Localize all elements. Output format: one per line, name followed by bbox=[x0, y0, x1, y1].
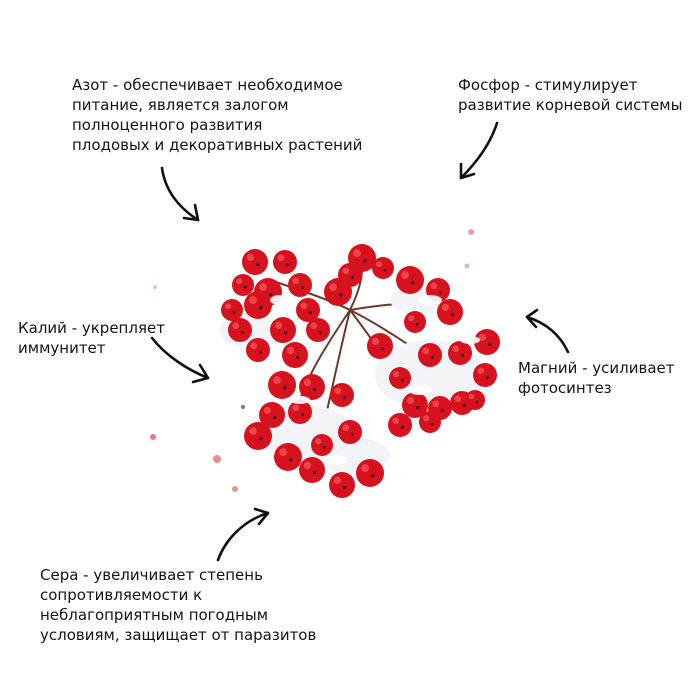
arrow-magniy bbox=[525, 308, 570, 354]
rowan-berry-cluster bbox=[220, 244, 500, 498]
kaliy-label: Калий - укрепляет иммунитет bbox=[18, 319, 165, 357]
berry-fragments bbox=[150, 229, 474, 492]
arrow-azot bbox=[160, 166, 200, 222]
arrow-fosfor bbox=[459, 121, 499, 180]
arrow-kaliy bbox=[150, 336, 210, 384]
magniy-label: Магний - усиливает фотосинтез bbox=[518, 359, 675, 397]
sera-label: Сера - увеличивает степень сопротивляемо… bbox=[40, 566, 317, 644]
arrow-sera bbox=[216, 507, 270, 562]
fosfor-label: Фосфор - стимулирует развитие корневой с… bbox=[458, 76, 683, 114]
azot-label: Азот - обеспечивает необходимое питание,… bbox=[72, 76, 363, 154]
